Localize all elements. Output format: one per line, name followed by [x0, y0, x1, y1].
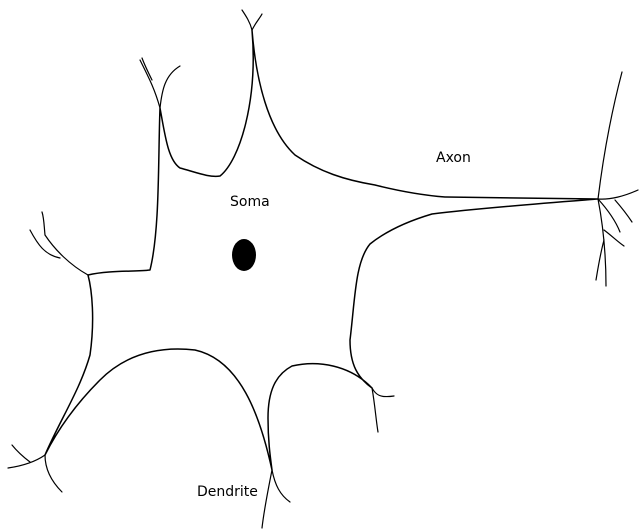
dendrite-branch [372, 388, 394, 397]
axon-terminal [615, 200, 632, 222]
dendrite-branch [140, 60, 160, 108]
nucleus [232, 239, 256, 271]
dendrite-label: Dendrite [197, 484, 258, 500]
dendrite-branch [45, 455, 62, 492]
axon-terminal [598, 199, 606, 286]
dendrite-branch [12, 445, 30, 462]
soma-label: Soma [230, 194, 270, 210]
dendrite-branch [8, 455, 45, 468]
dendrite-branch [242, 10, 252, 30]
dendrite-branch [142, 58, 152, 80]
dendrite-branch [42, 212, 45, 235]
dendrite-branch [272, 470, 290, 502]
axon-label: Axon [436, 150, 471, 166]
dendrite-branch [160, 66, 180, 108]
axon-terminal [598, 190, 638, 199]
dendrite-branch [262, 470, 272, 528]
axon-terminal [604, 230, 624, 246]
dendrite-branch [252, 14, 262, 30]
axon-terminal [598, 72, 622, 199]
neuron-outline [45, 30, 598, 470]
axon-terminal [596, 240, 604, 280]
